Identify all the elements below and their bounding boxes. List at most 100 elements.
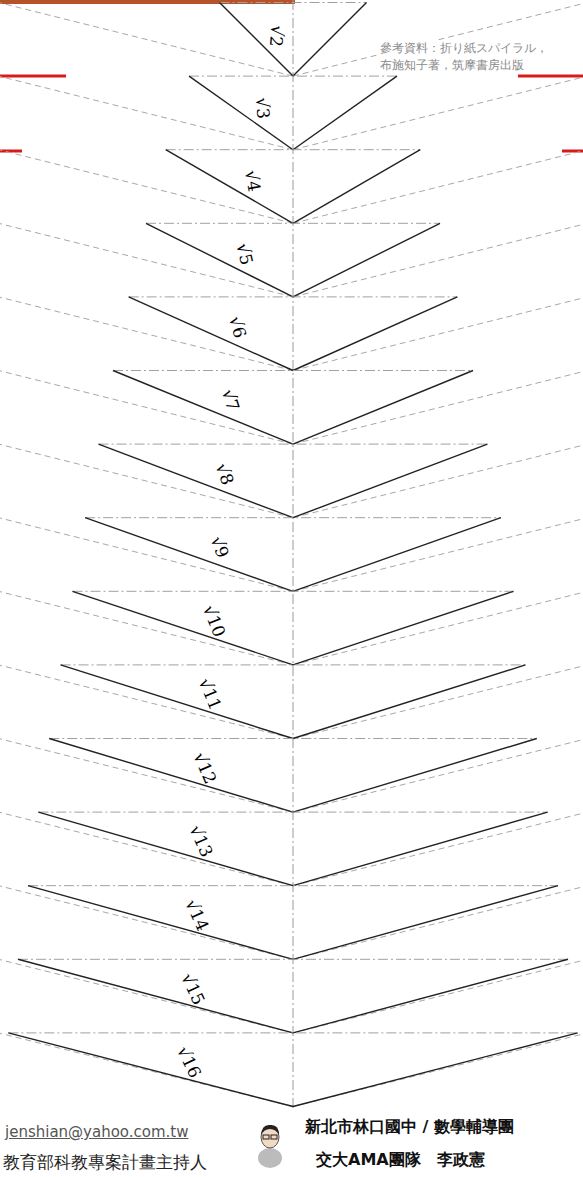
horizontal-fold — [49, 738, 537, 739]
guide-line — [0, 371, 293, 444]
valley-fold — [189, 76, 293, 150]
root-label: √5 — [233, 241, 257, 267]
team-name: 交大AMA團隊 李政憲 — [316, 1150, 485, 1171]
guide-line — [293, 372, 583, 445]
guide-line — [293, 4, 583, 77]
guide-line — [293, 151, 583, 224]
horizontal-fold — [38, 812, 547, 813]
valley-fold — [293, 591, 514, 665]
guide-line — [0, 886, 293, 959]
guide-line — [0, 150, 293, 223]
valley-fold — [49, 739, 293, 813]
guide-line — [293, 445, 583, 518]
guide-line — [0, 3, 293, 76]
valley-fold — [220, 3, 294, 77]
horizontal-fold — [189, 76, 397, 77]
valley-fold — [293, 959, 568, 1033]
guide-line — [0, 960, 293, 1033]
valley-fold — [293, 1033, 578, 1107]
guide-line — [0, 297, 293, 370]
root-label: √12 — [190, 749, 221, 787]
horizontal-fold — [18, 959, 568, 960]
root-label: √8 — [212, 460, 238, 487]
guide-line — [293, 740, 583, 813]
fold-lines — [0, 3, 583, 1107]
valley-fold — [99, 444, 293, 518]
guide-line — [293, 519, 583, 592]
guide-line — [0, 444, 293, 517]
horizontal-fold — [73, 591, 514, 592]
valley-fold — [293, 371, 473, 445]
reference-note: 參考資料：折り紙スパイラル， 布施知子著，筑摩書房出版 — [380, 40, 558, 74]
guide-line — [0, 224, 293, 297]
valley-fold — [28, 886, 293, 960]
guide-line — [0, 812, 293, 885]
valley-fold — [129, 297, 293, 371]
guide-line — [0, 739, 293, 812]
horizontal-fold — [85, 517, 501, 518]
guide-line — [293, 77, 583, 150]
author-role: 教育部科教專案計畫主持人 — [3, 1151, 207, 1174]
root-label: √9 — [207, 534, 233, 561]
horizontal-fold — [166, 149, 421, 150]
horizontal-fold — [220, 2, 367, 3]
horizontal-fold — [146, 223, 440, 224]
guide-line — [293, 813, 583, 886]
valley-fold — [61, 665, 293, 739]
guide-line — [293, 224, 583, 297]
valley-fold — [166, 150, 293, 224]
guide-line — [0, 665, 293, 738]
guide-line — [293, 960, 583, 1033]
root-label: √10 — [199, 602, 230, 640]
valley-fold — [293, 518, 501, 592]
center-fold-line — [293, 0, 294, 1110]
valley-fold — [293, 812, 548, 886]
horizontal-fold — [113, 370, 473, 371]
root-label: √11 — [194, 675, 225, 713]
valley-fold — [293, 665, 525, 739]
valley-fold — [73, 591, 294, 665]
root-label: √6 — [225, 314, 250, 340]
root-label: √7 — [218, 387, 244, 414]
valley-fold — [293, 739, 537, 813]
root-label: √14 — [181, 896, 213, 934]
horizontal-fold — [99, 444, 488, 445]
guide-line — [0, 1033, 293, 1106]
red-mark — [518, 75, 583, 78]
root-label: √16 — [173, 1043, 205, 1081]
valley-fold — [293, 297, 457, 371]
root-label: √2 — [266, 24, 288, 47]
valley-fold — [146, 223, 293, 297]
root-label: √13 — [185, 822, 216, 860]
horizontal-fold — [28, 885, 558, 886]
horizontal-fold — [8, 1032, 577, 1033]
valley-fold — [18, 959, 293, 1033]
valley-fold — [113, 371, 293, 445]
valley-fold — [85, 518, 293, 592]
guide-line — [0, 518, 293, 591]
valley-fold — [293, 150, 420, 224]
valley-fold — [293, 76, 397, 150]
red-mark — [0, 150, 22, 153]
school-name: 新北市林口國中 / 數學輔導團 — [305, 1117, 514, 1138]
valley-fold — [8, 1033, 293, 1107]
guide-line — [293, 887, 583, 960]
valley-fold — [293, 3, 367, 77]
guide-line — [293, 592, 583, 665]
root-label: √15 — [177, 970, 209, 1008]
guide-line — [0, 76, 293, 149]
valley-fold — [293, 444, 487, 518]
valley-fold — [293, 223, 440, 297]
valley-fold — [38, 812, 293, 886]
horizontal-fold — [129, 296, 458, 297]
horizontal-fold — [61, 664, 526, 665]
guide-line — [0, 592, 293, 665]
red-mark — [0, 75, 66, 78]
avatar-icon — [258, 1125, 282, 1168]
root-label: √3 — [252, 96, 274, 119]
valley-fold — [293, 886, 558, 960]
root-label: √4 — [241, 168, 264, 193]
email: jenshian@yahoo.com.tw — [5, 1123, 188, 1141]
guide-line — [293, 298, 583, 371]
